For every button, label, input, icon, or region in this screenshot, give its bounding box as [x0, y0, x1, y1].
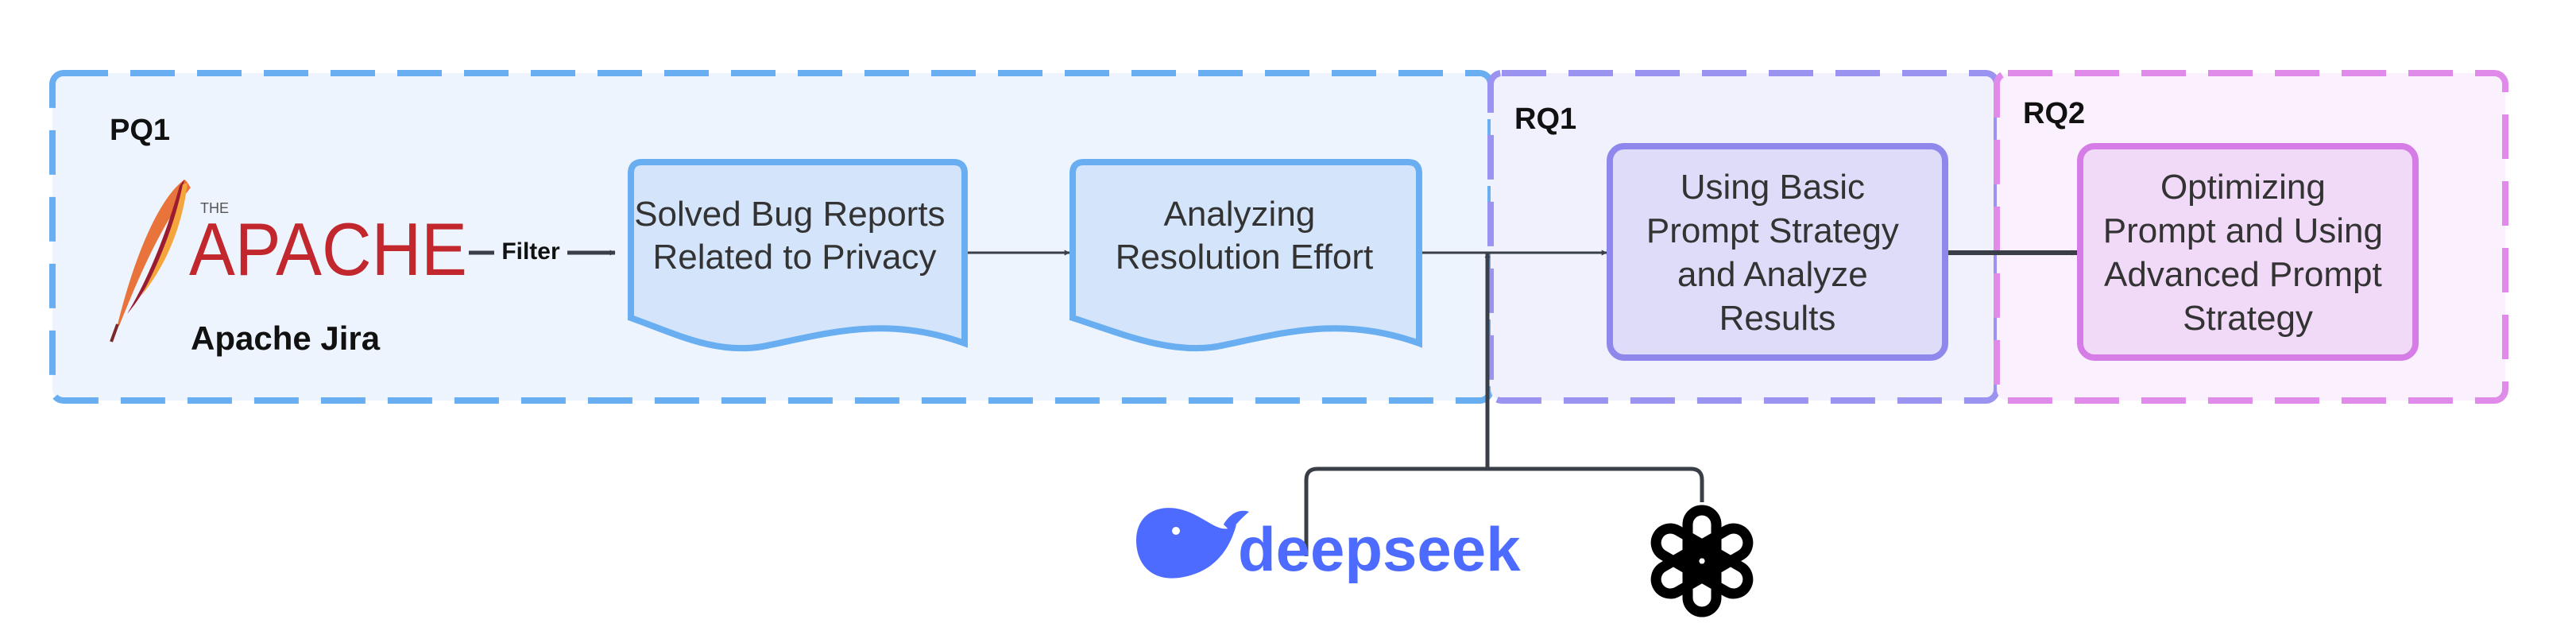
openai-logo-icon — [1650, 505, 1754, 617]
edge-filter-label: Filter — [501, 238, 560, 265]
source-caption: Apache Jira — [191, 319, 381, 357]
step-advanced-prompt-text: Optimizing Prompt and Using Advanced Pro… — [2103, 168, 2392, 338]
edge-models-to-rq1 — [1304, 466, 1704, 556]
apache-logo-text: APACHE — [189, 207, 467, 291]
apache-feather-logo — [110, 180, 191, 343]
step-advanced-prompt-line: Prompt and Using — [2103, 211, 2383, 250]
step-resolution-effort-shape — [1069, 159, 1422, 352]
step-bug-reports-line: Solved Bug Reports — [634, 195, 945, 234]
step-advanced-prompt-line: Strategy — [2183, 299, 2313, 338]
step-basic-prompt-text: Using Basic Prompt Strategy and Analyze … — [1646, 168, 1909, 338]
apache-logo-small-text: THE — [200, 200, 229, 216]
step-basic-prompt-line: and Analyze — [1677, 255, 1868, 294]
deepseek-whale-icon — [1136, 508, 1249, 579]
step-resolution-effort-line: Analyzing — [1163, 195, 1315, 234]
step-basic-prompt-line: Using Basic — [1681, 168, 1865, 207]
step-basic-prompt-box — [1607, 143, 1948, 361]
step-bug-reports-text: Solved Bug Reports Related to Privacy — [634, 195, 955, 277]
step-advanced-prompt-line: Advanced Prompt — [2104, 255, 2382, 294]
phase-rq1-label: RQ1 — [1514, 103, 1576, 136]
step-resolution-effort-text: Analyzing Resolution Effort — [1116, 195, 1373, 277]
edge-filter-label-bg — [494, 234, 567, 269]
step-advanced-prompt-box — [2077, 143, 2419, 361]
step-advanced-prompt-line: Optimizing — [2160, 168, 2326, 207]
phase-rq2-label: RQ2 — [2023, 97, 2085, 130]
step-bug-reports-shape — [628, 159, 968, 352]
phase-pq1-label: PQ1 — [110, 114, 170, 147]
step-basic-prompt-line: Results — [1719, 299, 1836, 338]
deepseek-text: deepseek — [1238, 514, 1521, 584]
step-resolution-effort-line: Resolution Effort — [1116, 238, 1373, 277]
step-bug-reports-line: Related to Privacy — [652, 238, 936, 277]
step-basic-prompt-line: Prompt Strategy — [1646, 211, 1899, 250]
